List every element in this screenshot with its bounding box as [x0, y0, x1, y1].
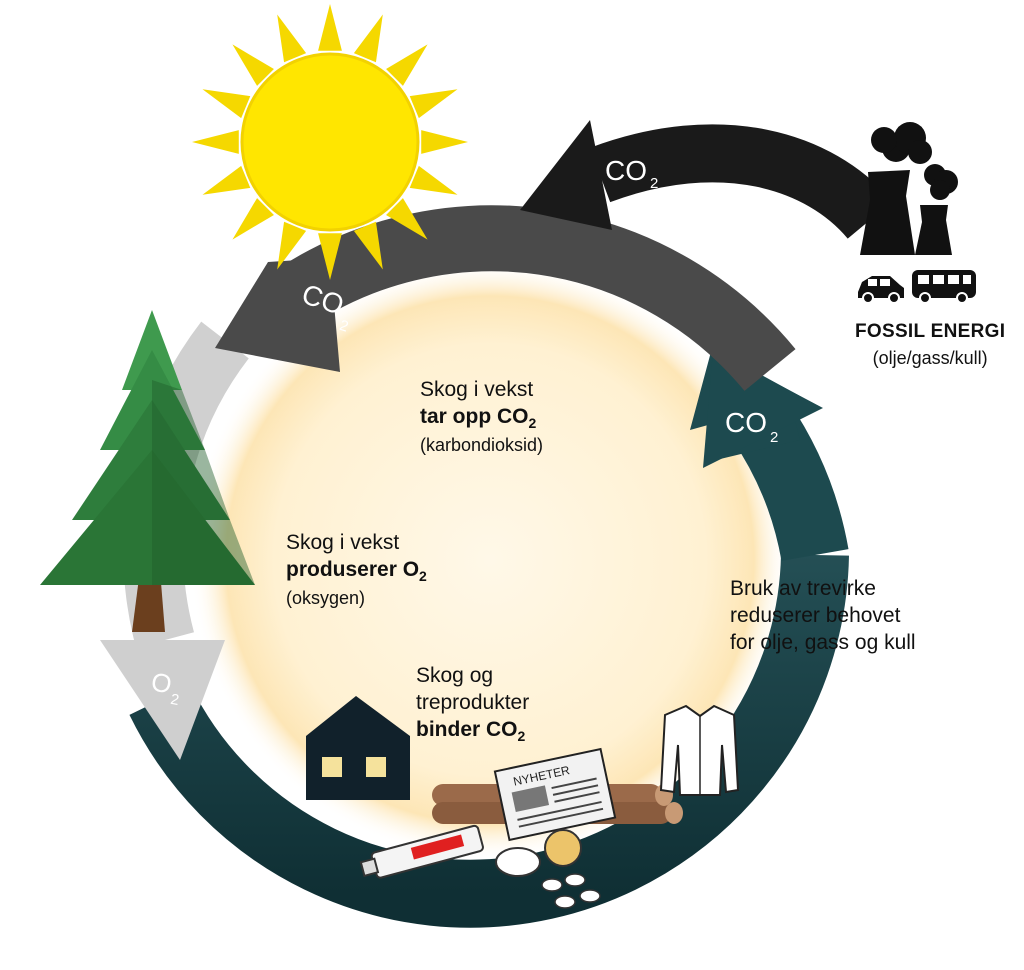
label-growing-absorb-sub: 2 — [528, 415, 537, 431]
sun-ray — [232, 44, 274, 86]
sun-ray — [409, 89, 458, 119]
o2-sub: 2 — [169, 691, 180, 709]
label-growing-produce-sub: 2 — [419, 568, 427, 584]
co2-sub-teal: 2 — [770, 429, 778, 446]
factory-icon — [860, 122, 958, 255]
sun-ray — [353, 14, 383, 63]
tree-icon — [40, 310, 255, 632]
sun-ray — [232, 198, 274, 240]
bus-icon — [912, 270, 976, 304]
sun-ray — [202, 89, 251, 119]
shirt-icon — [659, 704, 740, 796]
label-wood-use-line3: for olje, gass og kull — [730, 631, 916, 654]
black-arrowhead — [520, 120, 612, 230]
sun-ray — [318, 4, 342, 51]
grey-arrowhead — [215, 258, 340, 372]
sun-ray — [386, 44, 428, 86]
sun-ray — [202, 165, 251, 195]
co2-label-teal: CO — [725, 407, 767, 438]
label-growing-produce-line1: Skog i vekst — [286, 531, 400, 554]
co2-sub-black: 2 — [650, 175, 658, 192]
label-fossil-sub: (olje/gass/kull) — [872, 348, 988, 368]
label-bind: Skog og treprodukter binder CO2 — [416, 662, 529, 745]
o2-arrowhead — [100, 640, 225, 760]
label-bind-bold: binder CO — [416, 718, 518, 741]
label-wood-use: Bruk av trevirke reduserer behovet for o… — [730, 575, 916, 656]
label-growing-absorb-line3: (karbondioksid) — [420, 435, 544, 455]
sun-icon — [192, 4, 468, 280]
label-growing-absorb-bold: tar opp CO — [420, 405, 529, 428]
label-wood-use-line1: Bruk av trevirke — [730, 577, 876, 600]
sun-ray — [353, 221, 383, 270]
label-bind-sub: 2 — [517, 728, 526, 744]
label-growing-produce: Skog i vekst produserer O2 (oksygen) — [286, 529, 427, 612]
ring-top-grey — [271, 205, 796, 392]
teal-arrowhead-tip — [703, 350, 823, 468]
label-growing-produce-line3: (oksygen) — [286, 588, 366, 608]
pills-icon — [495, 829, 601, 909]
sun-ray — [318, 233, 342, 280]
newspaper-icon: NYHETER — [493, 747, 617, 842]
sun-ray — [192, 130, 239, 154]
sun-ray — [409, 165, 458, 195]
sun-ray — [386, 198, 428, 240]
co2-label-black: CO — [605, 155, 647, 186]
sun-ray — [277, 14, 307, 63]
sun-ray — [277, 221, 307, 270]
label-fossil: FOSSIL ENERGI (olje/gass/kull) — [855, 318, 1005, 372]
label-bind-line2: treprodukter — [416, 691, 530, 714]
toothpaste-icon — [359, 824, 484, 879]
label-growing-produce-bold: produserer O — [286, 558, 420, 581]
black-arrow-body — [589, 124, 893, 240]
label-bind-line1: Skog og — [416, 664, 494, 687]
label-wood-use-line2: reduserer behovet — [730, 604, 901, 627]
house-icon — [306, 696, 410, 800]
label-growing-absorb-line1: Skog i vekst — [420, 378, 534, 401]
sun-ray — [421, 130, 468, 154]
car-icon — [858, 276, 904, 304]
label-fossil-title: FOSSIL ENERGI — [855, 321, 1006, 342]
label-growing-absorb: Skog i vekst tar opp CO2 (karbondioksid) — [420, 376, 543, 459]
